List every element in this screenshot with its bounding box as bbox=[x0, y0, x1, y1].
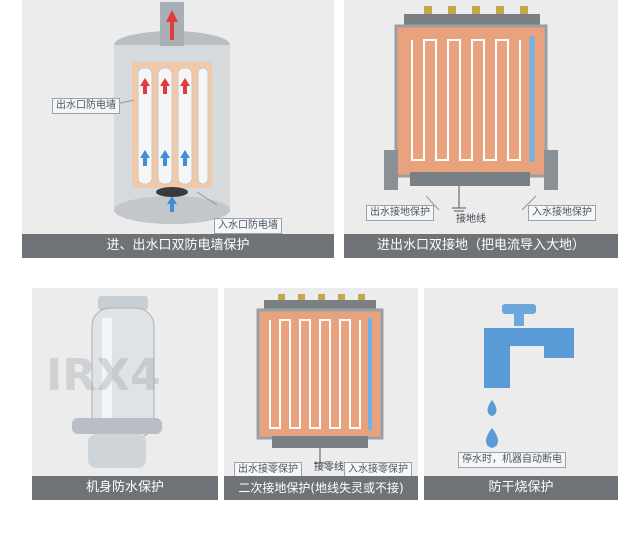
heater-element-illustration-2 bbox=[256, 294, 384, 464]
panel-secondary-ground: 出水接零保护 接零线 入水接零保护 二次接地保护(地线失灵或不接) bbox=[224, 288, 418, 500]
panel-dual-wall-protection: 出水口防电墙 入水口防电墙 进、出水口双防电墙保护 bbox=[22, 0, 334, 258]
faucet-heater-illustration bbox=[72, 296, 162, 468]
outlet-wall-label: 出水口防电墙 bbox=[52, 98, 120, 114]
stop-cutoff-label: 停水时，机器自动断电 bbox=[458, 452, 566, 468]
panel-dry-burn-protection: 停水时，机器自动断电 防干烧保护 bbox=[424, 288, 618, 500]
faucet-drop-illustration bbox=[484, 304, 574, 448]
caption-waterproof: 机身防水保护 bbox=[32, 476, 218, 500]
heater-cylinder-illustration bbox=[111, 2, 230, 224]
water-drop-icon bbox=[487, 400, 497, 416]
ground-wire-label: 接地线 bbox=[456, 214, 486, 225]
faucet-handle-icon bbox=[502, 304, 536, 314]
caption-dual-wall: 进、出水口双防电墙保护 bbox=[22, 234, 334, 258]
inlet-ground-label: 入水接地保护 bbox=[528, 205, 596, 221]
caption-secondary-ground: 二次接地保护(地线失灵或不接) bbox=[224, 476, 418, 500]
watermark-text: IRX4 bbox=[46, 350, 161, 401]
heater-element-illustration bbox=[384, 6, 558, 212]
neutral-wire-label: 接零线 bbox=[314, 462, 344, 473]
outlet-ground-label: 出水接地保护 bbox=[366, 205, 434, 221]
caption-dry-burn: 防干烧保护 bbox=[424, 476, 618, 500]
panel-dual-grounding: 出水接地保护 接地线 入水接地保护 进出水口双接地（把电流导入大地） bbox=[344, 0, 618, 258]
inlet-wall-label: 入水口防电墙 bbox=[214, 218, 282, 234]
caption-dual-ground: 进出水口双接地（把电流导入大地） bbox=[344, 234, 618, 258]
faucet-icon bbox=[484, 328, 574, 388]
panel-waterproof-body: IRX4 机身防水保护 bbox=[32, 288, 218, 500]
outlet-neutral-label: 出水接零保护 bbox=[234, 462, 302, 478]
